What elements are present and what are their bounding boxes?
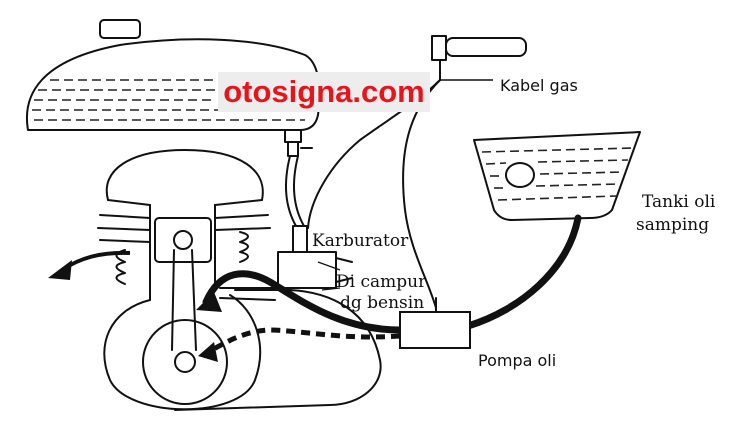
engine-icon	[97, 149, 382, 411]
label-dicampur: Di campur	[336, 272, 427, 292]
oil-tank-icon	[473, 131, 641, 221]
fuel-tank-icon	[26, 19, 321, 157]
label-kabel-gas: Kabel gas	[500, 76, 578, 95]
label-tanki-oli: Tanki oli	[642, 192, 716, 212]
throttle-grip-icon	[431, 35, 527, 81]
carburetor-icon	[277, 225, 353, 289]
label-tanki-samping: samping	[636, 215, 710, 235]
label-dg-bensin: dg bensin	[340, 293, 425, 313]
label-pompa-oli: Pompa oli	[478, 351, 557, 370]
oil-flow-arrow-icon	[198, 327, 401, 362]
label-karburator: Karburator	[312, 231, 409, 251]
exhaust-arrow-icon	[48, 250, 131, 280]
oil-pump-icon	[399, 297, 471, 349]
watermark-logo: otosigna.com	[218, 72, 430, 112]
